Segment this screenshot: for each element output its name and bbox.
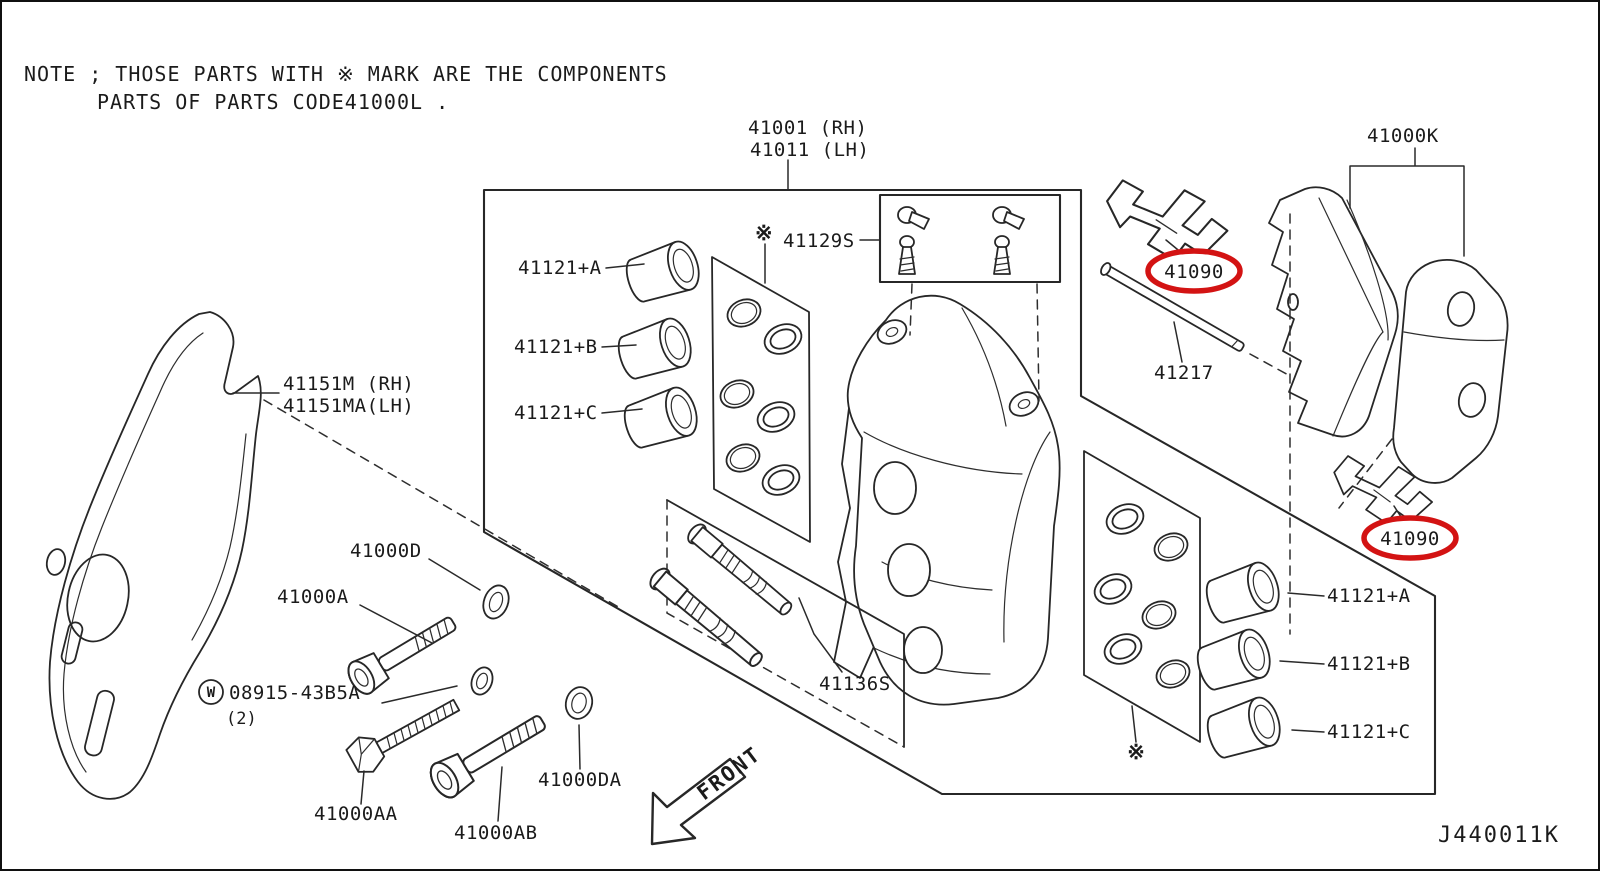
washer-41000d xyxy=(482,584,510,620)
label-caliper-lh: 41011 (LH) xyxy=(750,139,869,161)
label-piston-c-right: 41121+C xyxy=(1327,721,1411,743)
note-line-1: NOTE ; THOSE PARTS WITH ※ MARK ARE THE C… xyxy=(24,62,668,86)
label-piston-b-left: 41121+B xyxy=(514,336,598,358)
piston-left-c xyxy=(618,382,704,454)
piston-right-c xyxy=(1201,692,1287,764)
component-mark-left: ※ xyxy=(755,221,773,245)
piston-left-a xyxy=(620,236,706,308)
label-splash-shield-lh: 41151MA(LH) xyxy=(283,395,414,417)
splash-shield-drawing xyxy=(45,311,262,800)
note-line-2: PARTS OF PARTS CODE41000L . xyxy=(97,90,449,114)
label-bolt-aa: 41000AA xyxy=(314,803,398,825)
label-washer: 41000D xyxy=(350,540,422,562)
front-direction-label: FRONT xyxy=(693,742,766,805)
label-lock-washer-qty: (2) xyxy=(226,709,257,729)
guide-pin-panel xyxy=(645,499,905,748)
label-piston-b-right: 41121+B xyxy=(1327,653,1411,675)
main-assembly-box xyxy=(482,188,1437,796)
label-caliper-rh: 41001 (RH) xyxy=(748,117,867,139)
highlight-circle-bottom xyxy=(1361,515,1459,561)
label-bleeder-kit: 41129S xyxy=(783,230,855,252)
front-arrow xyxy=(650,757,747,846)
pad-pin-drawing xyxy=(1100,262,1245,352)
pad-clip-dash xyxy=(1338,438,1393,509)
label-lock-washer-code: 08915-43B5A xyxy=(229,682,360,704)
alignment-dash-line xyxy=(263,399,621,609)
diagram-code: J440011K xyxy=(1438,823,1560,848)
pad-pin-dash xyxy=(1249,353,1293,378)
piston-right-a xyxy=(1200,557,1286,629)
lock-washer-label: W 08915-43B5A (2) xyxy=(198,679,360,729)
highlight-circle-top xyxy=(1145,248,1243,294)
label-pad-pin: 41217 xyxy=(1154,362,1214,384)
seal-panel-right xyxy=(1083,450,1201,743)
caliper-body-drawing xyxy=(833,294,1061,706)
label-bolt-a: 41000A xyxy=(277,586,349,608)
lock-washer-drawing xyxy=(470,666,494,696)
label-pin-kit: 41136S xyxy=(819,673,891,695)
piston-left-b xyxy=(612,313,698,385)
label-bolt-ab: 41000AB xyxy=(454,822,538,844)
label-piston-a-right: 41121+A xyxy=(1327,585,1411,607)
label-piston-a-left: 41121+A xyxy=(518,257,602,279)
bleeder-kit-box xyxy=(878,193,1062,402)
bolt-41000a xyxy=(342,606,464,700)
washer-symbol: W xyxy=(207,685,216,701)
component-mark-right: ※ xyxy=(1127,740,1145,764)
label-pad-retainer-bottom: 41090 xyxy=(1380,528,1440,550)
brake-pad-outer xyxy=(1392,259,1509,484)
washer-41000da xyxy=(564,686,594,720)
seal-panel-left xyxy=(711,256,811,543)
label-pad-retainer-top: 41090 xyxy=(1164,261,1224,283)
label-piston-c-left: 41121+C xyxy=(514,402,598,424)
label-pad-kit: 41000K xyxy=(1367,125,1439,147)
label-washer-da: 41000DA xyxy=(538,769,622,791)
brake-pad-inner xyxy=(1268,186,1399,438)
piston-right-b xyxy=(1191,624,1277,696)
label-splash-shield-rh: 41151M (RH) xyxy=(283,373,414,395)
